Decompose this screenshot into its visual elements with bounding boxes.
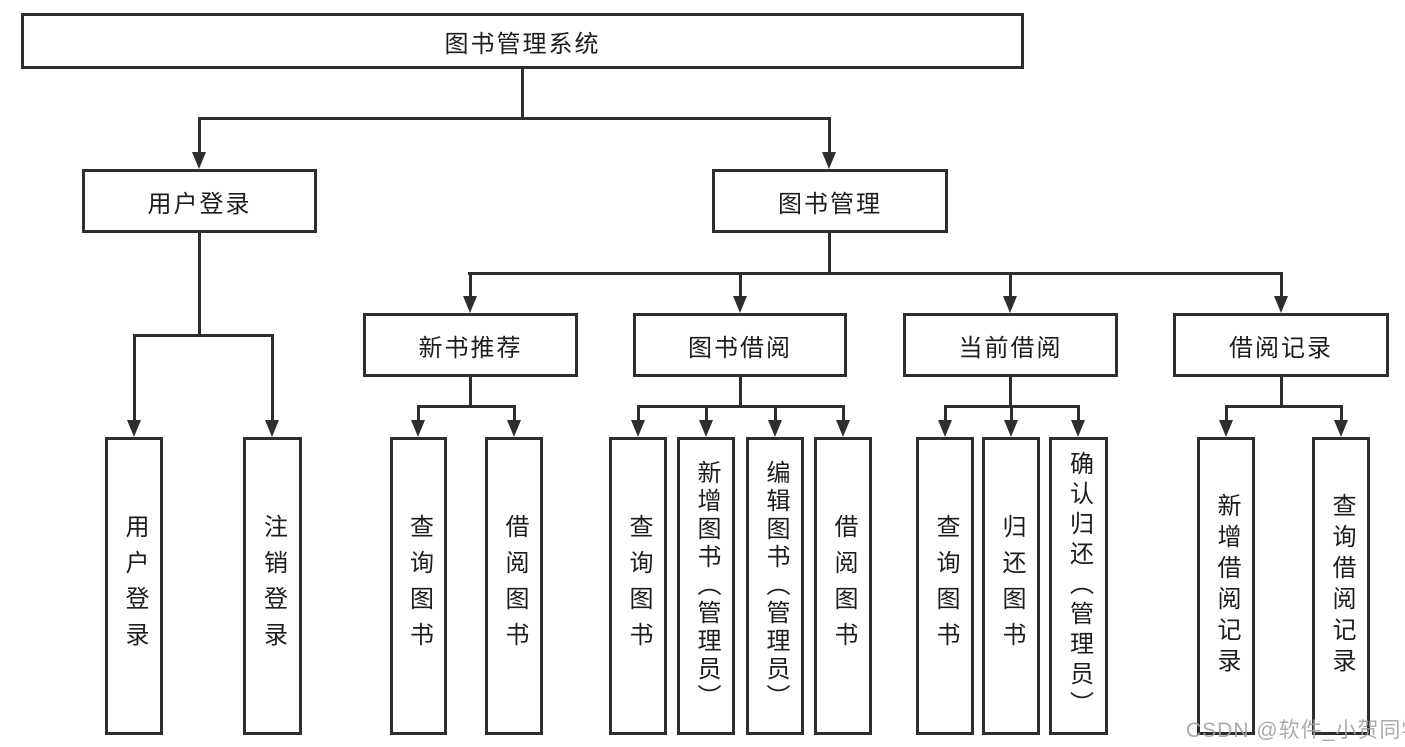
connector-drop — [1280, 272, 1283, 296]
connector-rail — [133, 334, 273, 337]
leaf-query-books-borrow: 查询图书 — [609, 437, 667, 735]
connector-stem — [1280, 377, 1283, 406]
connector-drop — [739, 272, 742, 296]
leaf-logout: 注销登录 — [243, 437, 302, 735]
connector-rail — [468, 272, 1282, 275]
arrow-down-icon — [192, 152, 206, 169]
connector-stem — [739, 377, 742, 406]
arrow-down-icon — [127, 420, 141, 437]
arrow-down-icon — [1003, 296, 1017, 313]
node-book-borrow: 图书借阅 — [633, 313, 847, 377]
arrow-down-icon — [631, 420, 645, 437]
connector-stem — [828, 233, 831, 274]
connector-drop — [828, 117, 831, 152]
node-book-management: 图书管理 — [712, 169, 948, 233]
leaf-add-borrow-record: 新增借阅记录 — [1197, 437, 1255, 735]
connector-drop — [133, 334, 136, 420]
connector-drop — [198, 117, 201, 152]
connector-rail — [1225, 405, 1342, 408]
connector-drop — [705, 405, 708, 420]
arrow-down-icon — [265, 420, 279, 437]
arrow-down-icon — [733, 296, 747, 313]
leaf-add-book-admin: 新增图书（管理员） — [677, 437, 735, 735]
leaf-borrow-books-recommend: 借阅图书 — [485, 437, 543, 735]
connector-stem — [198, 233, 201, 335]
node-current-borrow: 当前借阅 — [903, 313, 1118, 377]
leaf-user-login: 用户登录 — [105, 437, 163, 735]
connector-drop — [469, 272, 472, 296]
connector-stem — [469, 377, 472, 406]
leaf-query-books-recommend: 查询图书 — [390, 437, 447, 735]
connector-drop — [1077, 405, 1080, 420]
arrow-down-icon — [1004, 420, 1018, 437]
arrow-down-icon — [1274, 296, 1288, 313]
node-user-login: 用户登录 — [82, 169, 317, 233]
connector-rail — [198, 117, 830, 120]
leaf-edit-book-admin: 编辑图书（管理员） — [746, 437, 804, 735]
connector-drop — [1340, 405, 1343, 420]
arrow-down-icon — [1071, 420, 1085, 437]
leaf-confirm-return-admin: 确认归还（管理员） — [1049, 437, 1108, 735]
leaf-return-book: 归还图书 — [982, 437, 1040, 735]
arrow-down-icon — [699, 420, 713, 437]
connector-rail — [637, 405, 844, 408]
node-new-book-recommend: 新书推荐 — [363, 313, 578, 377]
connector-drop — [513, 405, 516, 420]
arrow-down-icon — [822, 152, 836, 169]
connector-drop — [1225, 405, 1228, 420]
connector-rail — [417, 405, 515, 408]
node-borrow-records: 借阅记录 — [1173, 313, 1389, 377]
arrow-down-icon — [411, 420, 425, 437]
connector-stem — [521, 69, 524, 118]
arrow-down-icon — [938, 420, 952, 437]
connector-drop — [637, 405, 640, 420]
leaf-query-books-current: 查询图书 — [916, 437, 974, 735]
arrow-down-icon — [768, 420, 782, 437]
connector-drop — [842, 405, 845, 420]
connector-drop — [774, 405, 777, 420]
leaf-query-borrow-record: 查询借阅记录 — [1312, 437, 1370, 735]
arrow-down-icon — [507, 420, 521, 437]
leaf-borrow-books-borrow: 借阅图书 — [814, 437, 872, 735]
arrow-down-icon — [1334, 420, 1348, 437]
connector-drop — [417, 405, 420, 420]
connector-drop — [1009, 272, 1012, 296]
arrow-down-icon — [836, 420, 850, 437]
node-root: 图书管理系统 — [21, 13, 1024, 69]
arrow-down-icon — [1219, 420, 1233, 437]
watermark: CSDN @软件_小贺同学 — [1186, 719, 1405, 742]
connector-drop — [1010, 405, 1013, 420]
connector-drop — [271, 334, 274, 420]
connector-drop — [944, 405, 947, 420]
connector-stem — [1009, 377, 1012, 406]
arrow-down-icon — [463, 296, 477, 313]
